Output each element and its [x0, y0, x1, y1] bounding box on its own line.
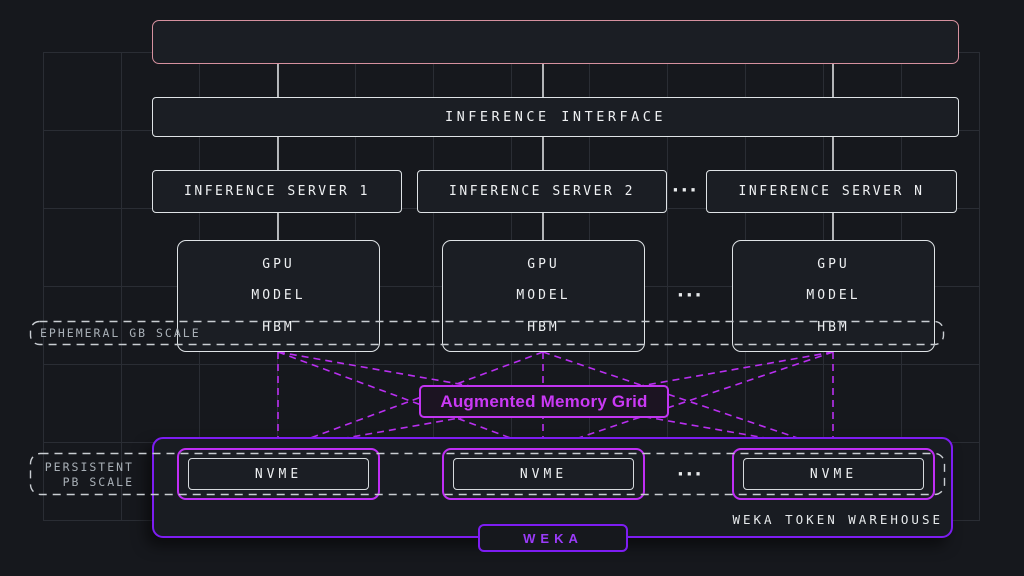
nvme-ellipsis-dots: ···	[677, 464, 704, 485]
persistent-band-label-line2: PB SCALE	[62, 475, 134, 489]
weka-badge: WEKA	[478, 524, 628, 552]
nvme-1-box: NVME	[188, 458, 369, 490]
servers-ellipsis-dots: ···	[672, 180, 699, 201]
persistent-band-label-line1: PERSISTENT	[44, 460, 134, 474]
nvme-1-label: NVME	[254, 466, 303, 482]
nvme-2-box: NVME	[453, 458, 634, 490]
persistent-band-label: PERSISTENT PB SCALE	[38, 460, 134, 490]
nvme-n-box: NVME	[743, 458, 924, 490]
nvme-2-label: NVME	[519, 466, 568, 482]
nvme-n-label: NVME	[809, 466, 858, 482]
weka-badge-label: WEKA	[523, 530, 583, 546]
gpu-ellipsis-dots: ···	[677, 285, 704, 306]
weka-token-warehouse-label: WEKA TOKEN WAREHOUSE	[732, 512, 943, 527]
ephemeral-band-label: EPHEMERAL GB SCALE	[40, 326, 201, 340]
